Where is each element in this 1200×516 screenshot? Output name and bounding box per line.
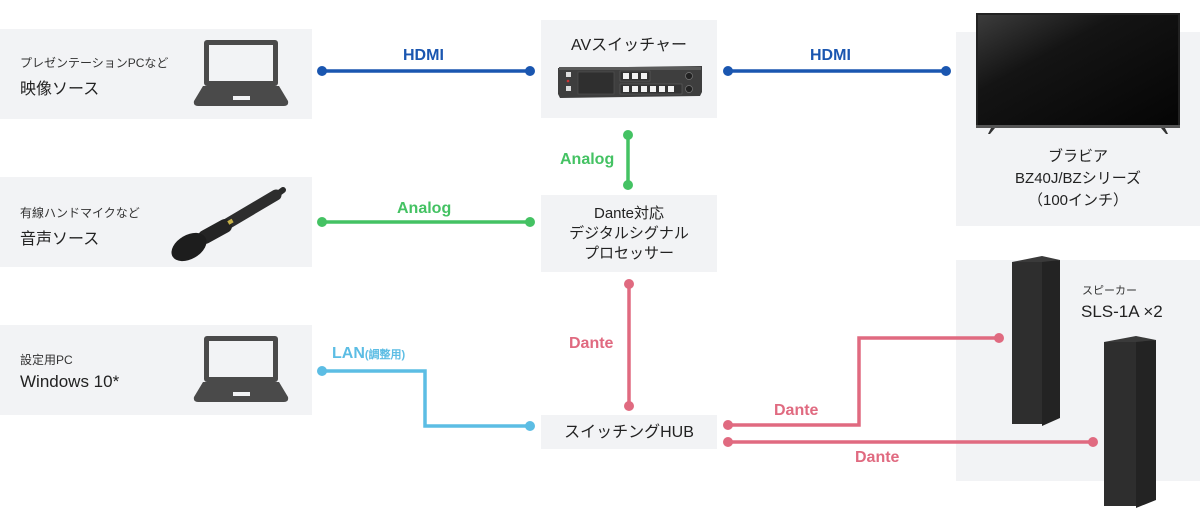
switching-hub-box: スイッチングHUB	[541, 415, 717, 449]
analog-vertical-label: Analog	[560, 151, 615, 168]
hdmi-left-label: HDMI	[403, 47, 444, 64]
lan-line	[317, 366, 535, 431]
display-label-line3: （100インチ）	[1027, 192, 1129, 209]
dante-vertical-line	[624, 279, 634, 411]
av-switcher-icon	[558, 66, 702, 98]
dante-vertical-label: Dante	[569, 335, 614, 352]
settings-pc-title: Windows 10*	[20, 372, 120, 391]
video-source-subtitle: プレゼンテーションPCなど	[20, 56, 169, 70]
microphone-icon	[171, 187, 286, 262]
laptop-icon	[193, 336, 289, 402]
video-source-title: 映像ソース	[20, 81, 100, 98]
lan-label-main: LAN	[332, 345, 365, 362]
display-label-line2: BZ40J/BZシリーズ	[1015, 170, 1141, 187]
video-source-box: プレゼンテーションPCなど 映像ソース	[0, 29, 312, 119]
dante-speaker1-line	[723, 333, 1004, 430]
hdmi-right-label: HDMI	[810, 47, 851, 64]
dante-speaker2-label: Dante	[855, 449, 900, 466]
speaker-icon	[1012, 256, 1060, 426]
speaker-icon	[1104, 336, 1156, 508]
dante-speaker1-label: Dante	[774, 402, 819, 419]
display-label-line1: ブラビア	[1047, 148, 1108, 165]
laptop-icon	[193, 40, 289, 106]
audio-source-title: 音声ソース	[20, 231, 100, 248]
lan-label-note: (調整用)	[364, 349, 406, 361]
dante-speaker2-line	[723, 437, 1098, 447]
dsp-label-line1: Dante対応	[593, 205, 665, 222]
dsp-label-line3: プロセッサー	[583, 245, 674, 262]
settings-pc-subtitle: 設定用PC	[20, 353, 73, 367]
tv-icon	[976, 13, 1180, 134]
av-switcher-box: AVスイッチャー	[541, 20, 717, 118]
audio-source-subtitle: 有線ハンドマイクなど	[20, 206, 140, 220]
speakers-title: SLS-1A ×2	[1081, 302, 1163, 321]
dsp-label-line2: デジタルシグナル	[569, 225, 689, 242]
av-switcher-label: AVスイッチャー	[571, 37, 687, 54]
switching-hub-label: スイッチングHUB	[564, 424, 694, 441]
analog-vertical-line	[623, 130, 633, 190]
speakers-subtitle: スピーカー	[1082, 285, 1137, 297]
speakers-box: スピーカー SLS-1A ×2	[956, 260, 1200, 481]
hdmi-right-line	[723, 66, 951, 76]
hdmi-left-line	[317, 66, 535, 76]
dsp-box: Dante対応 デジタルシグナル プロセッサー	[541, 195, 717, 272]
settings-pc-box: 設定用PC Windows 10*	[0, 325, 312, 415]
analog-left-label: Analog	[397, 200, 452, 217]
audio-source-box: 有線ハンドマイクなど 音声ソース	[0, 177, 312, 267]
analog-left-line	[317, 217, 535, 227]
lan-label: LAN(調整用)	[332, 345, 405, 363]
